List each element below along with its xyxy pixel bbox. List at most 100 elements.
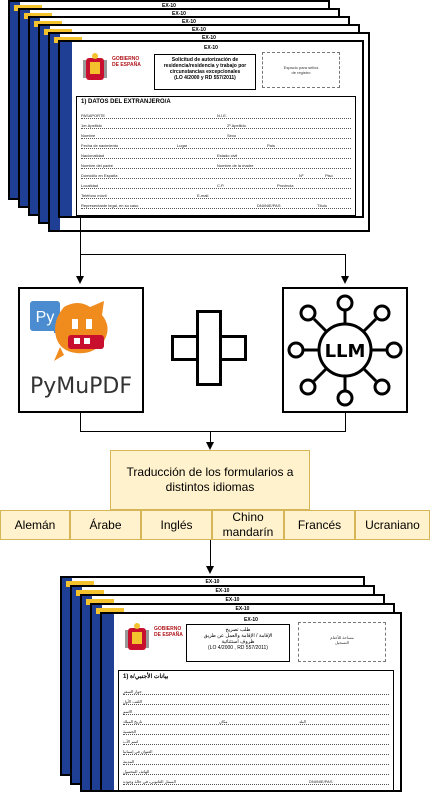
- gov-logo-label: GOBIERNO DE ESPAÑA: [154, 626, 183, 638]
- section-title: بيانات الأجنبي/ة (1: [123, 674, 169, 680]
- eu-stripe: [102, 614, 114, 790]
- coat-of-arms-icon: [125, 623, 149, 650]
- language-label: Árabe: [89, 517, 122, 532]
- field-label: Domicilio en España: [81, 173, 118, 178]
- form-code: EX-10: [244, 617, 258, 623]
- field-label: Provincia: [277, 183, 294, 188]
- field-label: الهاتف المحمول: [123, 769, 150, 774]
- pymupdf-label: PyMuPDF: [30, 374, 132, 399]
- field-label: Estado civil: [217, 153, 238, 158]
- translated-form-page-front: EX-10 GOBIERNO DE ESPAÑA طلب تصريح الإقا…: [100, 612, 402, 792]
- field-label: PASAPORTE: [81, 113, 106, 118]
- form-title-line: (LO 4/2000 , RD 557/2011): [208, 645, 268, 651]
- field-label: مكان: [219, 719, 228, 724]
- field-label: Representante legal, en su caso: [81, 203, 139, 208]
- field-label: جواز السفر: [123, 689, 142, 694]
- gov-logo-label: GOBIERNO DE ESPAÑA: [112, 56, 141, 68]
- foreigner-data-section: بيانات الأجنبي/ة (1 جواز السفر اللقب الأ…: [118, 670, 394, 790]
- page-code: EX-10: [235, 606, 250, 612]
- gov-logo-text: GOBIERNO DE ESPAÑA: [112, 56, 141, 68]
- py-badge-label: Py: [36, 309, 55, 326]
- field-label: المدينة: [123, 759, 135, 764]
- field-label: 1er Apellido: [81, 123, 102, 128]
- form-title-line: الإقامة / الإقامة والعمل عن طريق: [203, 633, 273, 639]
- field-label: Nombre de la madre: [217, 163, 254, 168]
- connector-line: [80, 254, 346, 255]
- form-title-line: طلب تصريح: [225, 627, 251, 633]
- page-code: EX-10: [205, 579, 220, 585]
- form-title-line: residencia/residencia y trabajo por: [163, 63, 247, 69]
- section-title: 1) DATOS DEL EXTRANJERO/A: [81, 99, 171, 105]
- field-label: N.I.E.: [217, 113, 228, 118]
- register-stamp-label: مساحة للأختام التسجيل: [330, 635, 354, 645]
- field-label: Nº: [299, 173, 304, 178]
- page-code: EX-10: [215, 588, 230, 594]
- field-label: اللقب الأول: [123, 699, 142, 704]
- field-label: الممثل القانوني، في حالة وجوده: [123, 779, 176, 784]
- language-label: Ucraniano: [365, 517, 420, 532]
- field-label: Nombre del padre: [81, 163, 114, 168]
- form-title-box: طلب تصريح الإقامة / الإقامة والعمل عن طر…: [186, 624, 290, 662]
- page-code: EX-10: [162, 3, 176, 9]
- field-label: الجنسية: [123, 729, 137, 734]
- form-title-line: ظروف استثنائية: [221, 639, 255, 645]
- field-label: DNI/NIE/PAS: [309, 779, 333, 784]
- connector-line: [80, 254, 81, 278]
- form-title-box: Solicitud de autorización de residencia/…: [154, 54, 256, 90]
- connector-line: [80, 431, 346, 432]
- language-box-ukrainian: Ucraniano: [355, 510, 430, 540]
- llm-network-icon: LLM: [287, 294, 403, 407]
- form-title-line: circunstancias excepcionales: [169, 69, 241, 75]
- connector-line: [80, 413, 81, 432]
- form-title-line: (LO 4/2000 y RD 557/2011): [174, 75, 236, 81]
- field-label: Piso: [325, 173, 333, 178]
- field-label: Título: [317, 203, 328, 208]
- field-label: اسم الأب: [123, 739, 139, 744]
- pymupdf-logo-icon: Py PyMuPDF: [30, 301, 132, 399]
- field-label: Sexo: [227, 133, 237, 138]
- field-label: Nacionalidad: [81, 153, 105, 158]
- coat-of-arms-icon: [83, 53, 107, 80]
- gov-logo-text: GOBIERNO DE ESPAÑA: [154, 626, 183, 638]
- field-label: 2º Apellido: [227, 123, 246, 128]
- translation-label: Traducción de los formularios a distinto…: [126, 465, 294, 494]
- arrow-head: [206, 442, 214, 450]
- field-label: الاسم: [123, 709, 133, 714]
- form-code: EX-10: [204, 45, 218, 51]
- language-box-german: Alemán: [0, 510, 70, 540]
- field-label: Lugar: [177, 143, 188, 148]
- field-label: E-mail: [197, 193, 209, 198]
- eu-stripe: [60, 42, 72, 216]
- foreigner-data-section: 1) DATOS DEL EXTRANJERO/A PASAPORTE N.I.…: [76, 96, 356, 216]
- language-label: Chino mandarín: [222, 510, 274, 539]
- language-label: Alemán: [14, 517, 56, 532]
- field-label: البلد: [299, 719, 306, 724]
- page-code: EX-10: [172, 11, 186, 17]
- page-code: EX-10: [202, 35, 216, 41]
- language-box-french: Francés: [284, 510, 355, 540]
- translation-box: Traducción de los formularios a distinto…: [110, 450, 310, 510]
- language-box-arabic: Árabe: [70, 510, 141, 540]
- language-box-english: Inglés: [141, 510, 212, 540]
- page-code: EX-10: [182, 19, 196, 25]
- connector-line: [345, 254, 346, 276]
- language-label: Francés: [297, 517, 342, 532]
- field-label: تاريخ الميلاد: [123, 719, 143, 724]
- page-code: EX-10: [225, 597, 240, 603]
- source-form-page-front: EX-10 GOBIERNO DE ESPAÑA Solicitud de au…: [58, 40, 364, 218]
- field-label: Localidad: [81, 183, 99, 188]
- connector-line: [210, 431, 211, 442]
- register-stamp-box: مساحة للأختام التسجيل: [298, 622, 386, 662]
- form-title-line: Solicitud de autorización de: [171, 57, 239, 63]
- connector-line: [345, 413, 346, 432]
- field-label: C.P.: [217, 183, 225, 188]
- llm-label: LLM: [325, 341, 366, 362]
- arrow-head: [341, 276, 349, 284]
- field-label: DNI/NIE/PAS: [257, 203, 281, 208]
- page-code: EX-10: [192, 27, 206, 33]
- arrow-head: [206, 566, 214, 574]
- language-box-mandarin: Chino mandarín: [212, 510, 284, 540]
- language-label: Inglés: [160, 517, 193, 532]
- pymupdf-tool-box: Py PyMuPDF: [18, 287, 144, 413]
- register-stamp-label: Espacio para sellos de registro: [283, 65, 319, 75]
